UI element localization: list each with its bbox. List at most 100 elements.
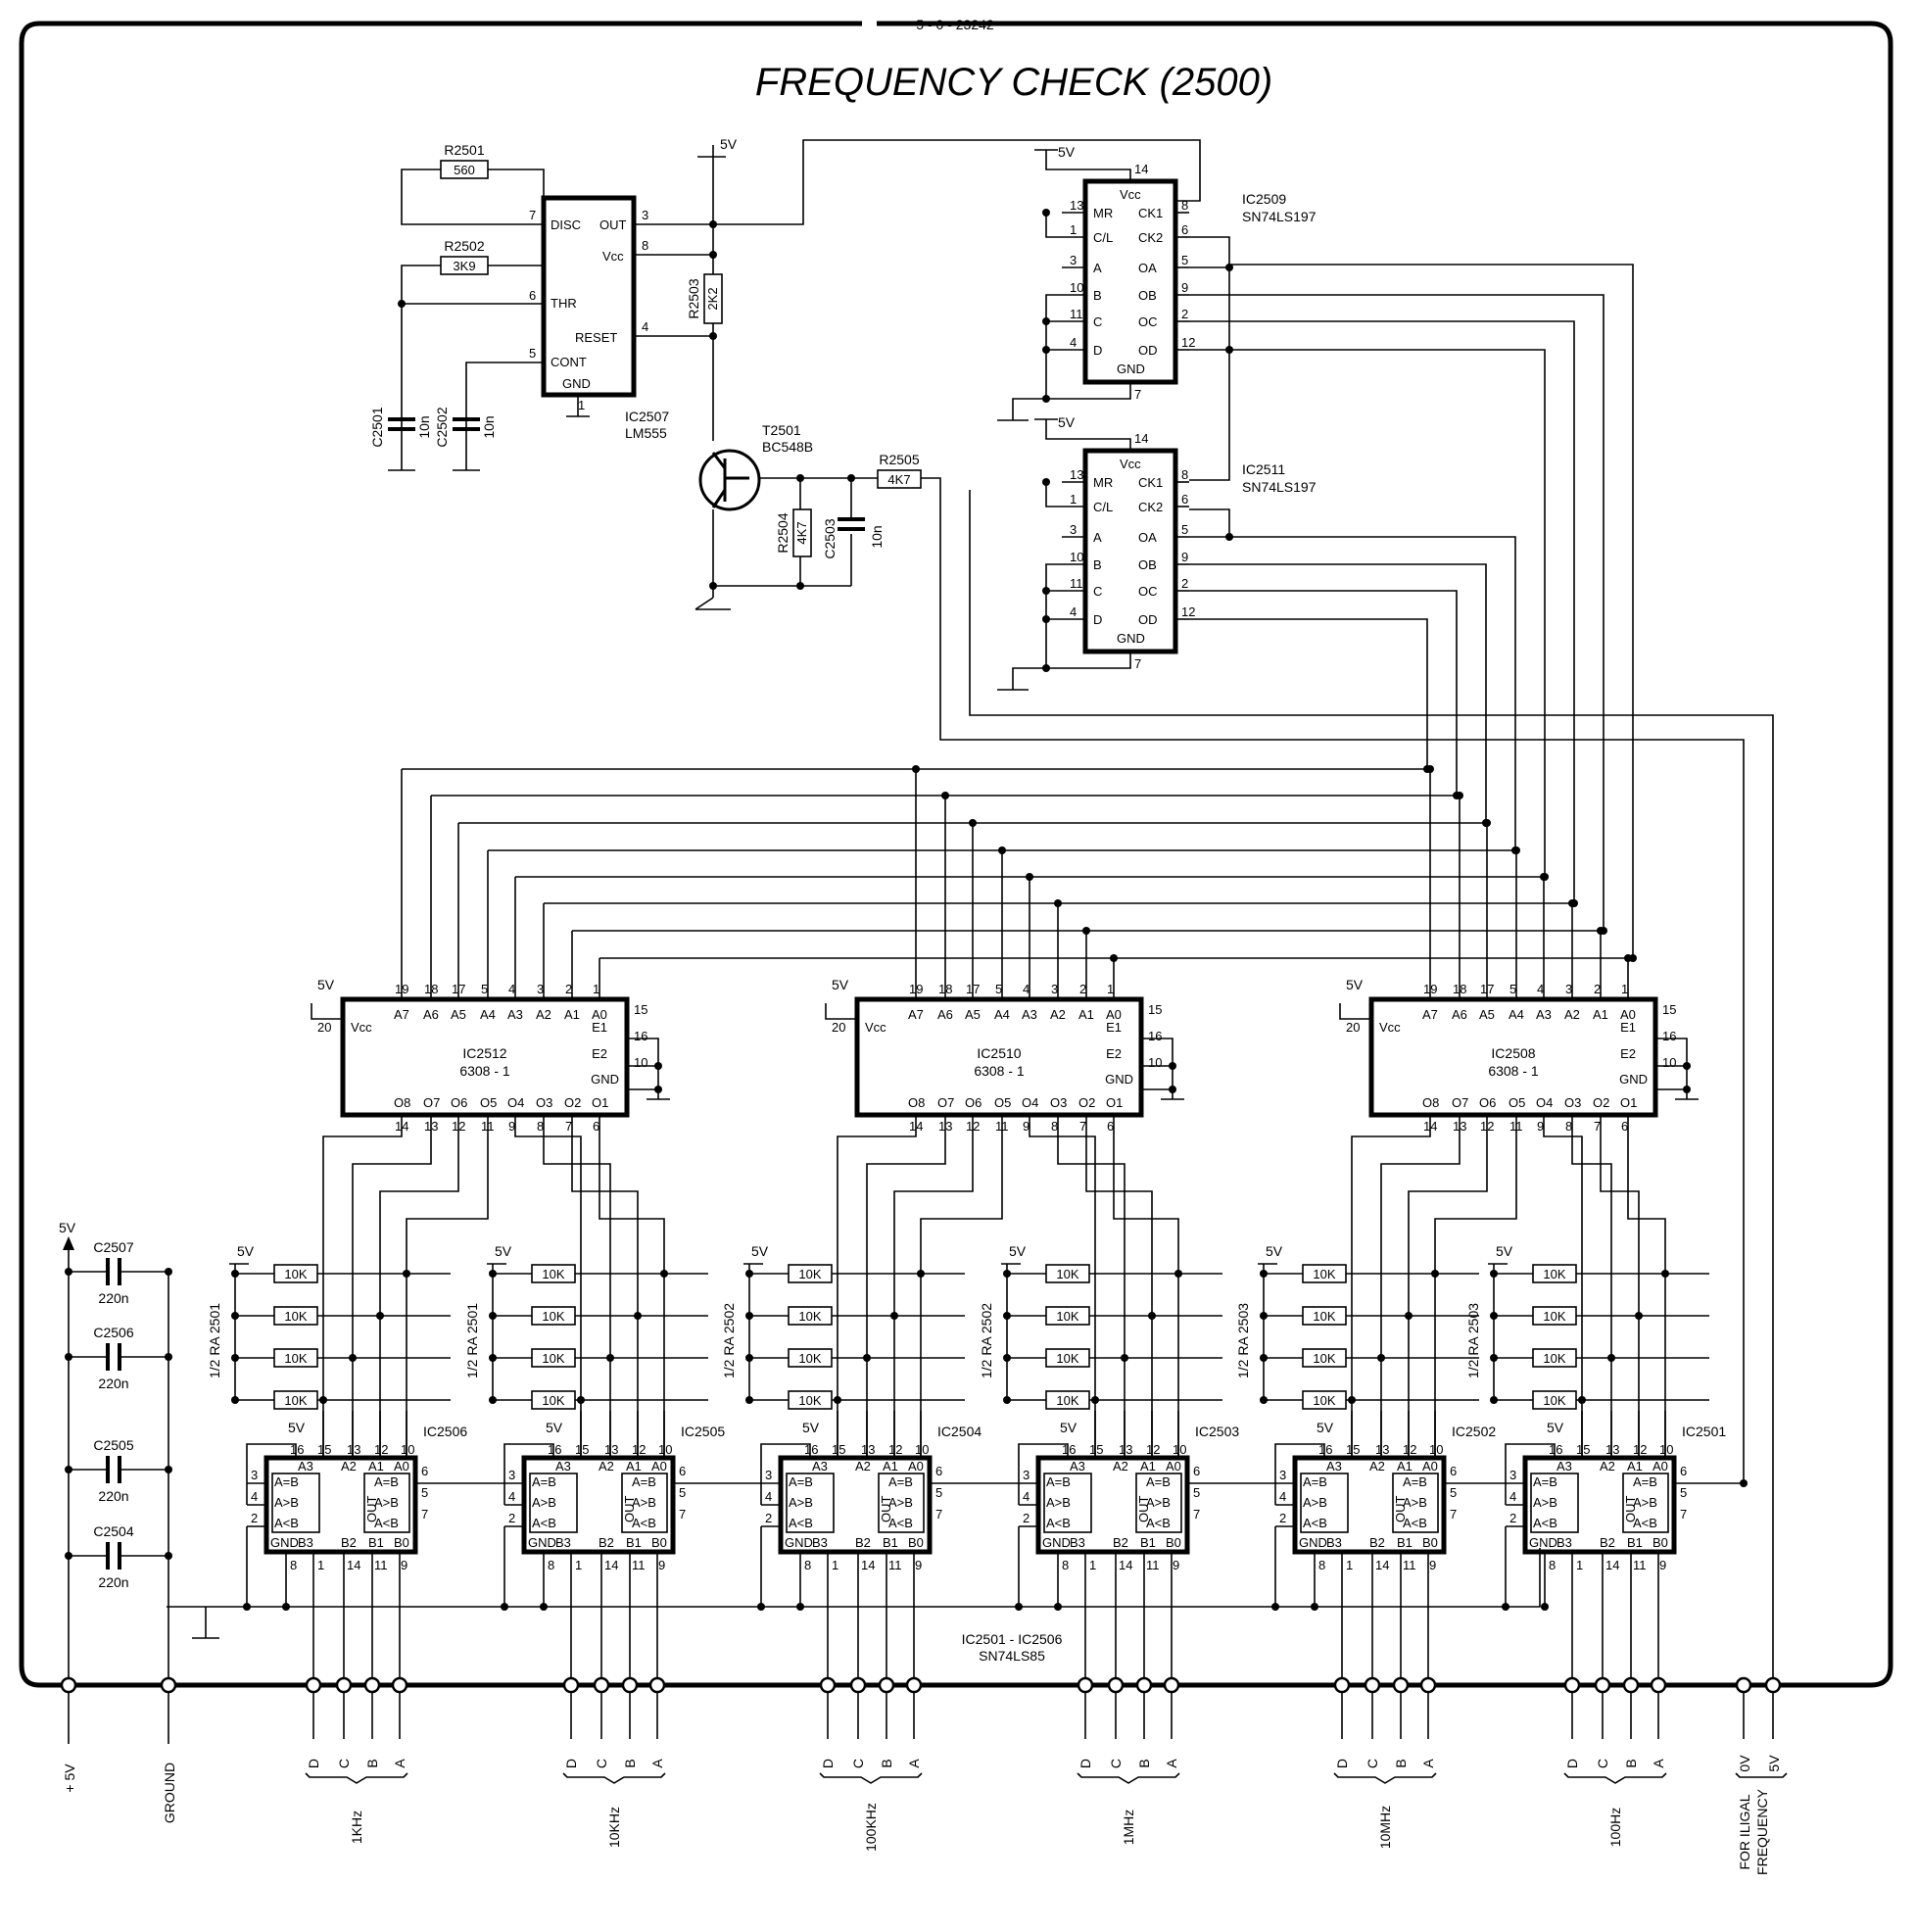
- proms-bot-nums-4: 9: [1537, 1119, 1544, 1134]
- circle-mark: [1377, 1354, 1385, 1362]
- resistor-arrays-value: 10K: [798, 1351, 821, 1366]
- comparators-bot-nums-4: 9: [1173, 1558, 1179, 1572]
- comparators-pins-altb: A<B: [1633, 1516, 1657, 1530]
- circle-mark: [65, 1466, 72, 1473]
- counters-nums-p1: 1: [1070, 492, 1077, 507]
- connector-illegal-1: FREQUENCY: [1754, 1788, 1770, 1875]
- circle-mark: [1735, 1676, 1752, 1694]
- circle-mark: [231, 1354, 239, 1362]
- comparators-left-nums-0: 3: [508, 1468, 515, 1482]
- counters-pins-d: D: [1093, 612, 1102, 627]
- resistor-arrays-value: 10K: [542, 1309, 564, 1324]
- counters-nums-p6: 6: [1181, 222, 1188, 237]
- comparators-bot-nums-0: 8: [290, 1558, 297, 1572]
- proms-pins-a3: A3: [507, 1007, 523, 1022]
- circle-mark: [1607, 1354, 1615, 1362]
- power-v5: 5V: [751, 1243, 769, 1259]
- passives-c2502-val: 10n: [481, 415, 497, 438]
- comparators-pins-b0: B0: [908, 1535, 924, 1550]
- proms-pins-a2: A2: [1564, 1007, 1580, 1022]
- circle-mark: [1015, 1603, 1023, 1611]
- comparators-top-nums-0: 16: [1062, 1442, 1076, 1457]
- counters-nums-p7: 7: [1134, 387, 1141, 402]
- comparators-left-nums-0: 3: [251, 1468, 258, 1482]
- proms-top-nums-1: 18: [938, 982, 952, 996]
- oscillator-section: DISC OUT Vcc THR RESET CONT GND 7 3 8 6 …: [369, 136, 1774, 1685]
- path-mark: [1045, 213, 1062, 238]
- circle-mark: [398, 300, 406, 308]
- comparators-bot-nums-2: 14: [1375, 1558, 1389, 1572]
- connector-v5: 5V: [1766, 1755, 1782, 1772]
- resistor-arrays-value: 10K: [1543, 1267, 1565, 1281]
- comparators-list-1: IC2505: [681, 1424, 725, 1439]
- passives-r2505-val: 4K7: [887, 472, 910, 487]
- resistor-arrays-value: 10K: [1056, 1351, 1078, 1366]
- counters-pins-vcc: Vcc: [1120, 187, 1141, 202]
- proms-top-nums-5: 3: [1565, 982, 1572, 996]
- connector-groups-2: 100KHz: [863, 1803, 879, 1852]
- comparators-pins-a0: A0: [651, 1459, 667, 1473]
- comparators-pins-agtb: A>B: [789, 1495, 813, 1510]
- circle-mark: [165, 1353, 172, 1361]
- proms-top-nums-1: 18: [1453, 982, 1466, 996]
- path-mark: [1408, 1115, 1488, 1458]
- proms-pins-gnd: GND: [1619, 1072, 1648, 1087]
- comparators-bot-nums-2: 14: [1119, 1558, 1132, 1572]
- counters-pins-ck2: CK2: [1138, 500, 1163, 514]
- path-mark: [167, 1548, 1541, 1608]
- circle-mark: [745, 1312, 753, 1320]
- comparators-pins-a0: A0: [908, 1459, 924, 1473]
- comparators-top-nums-4: 10: [1173, 1442, 1186, 1457]
- counters-ic2509-ref: IC2509: [1242, 191, 1286, 207]
- counters-pins-ob: OB: [1138, 557, 1157, 572]
- comparators-top-nums-1: 15: [575, 1442, 589, 1457]
- comparators-top-nums-3: 12: [1403, 1442, 1416, 1457]
- comparators-pins-aeqb: A=B: [1533, 1474, 1557, 1489]
- power-v5: 5V: [1060, 1420, 1078, 1435]
- resistor-arrays-value: 10K: [798, 1267, 821, 1281]
- rect-mark: [363, 1473, 410, 1533]
- proms-bot-nums-7: 6: [1621, 1119, 1628, 1134]
- comparators-pins-b2: B2: [599, 1535, 614, 1550]
- comparator-group-label: IC2501 - IC2506: [962, 1631, 1063, 1647]
- path-mark: [760, 1443, 811, 1505]
- resistor-arrays-value: 10K: [284, 1351, 307, 1366]
- resistor-arrays-value: 10K: [1313, 1309, 1335, 1324]
- circle-mark: [1740, 1479, 1748, 1487]
- comparators-pins-agtb: A>B: [274, 1495, 299, 1510]
- comparators-left-nums-0: 3: [1509, 1468, 1516, 1482]
- comparators-pins-a3: A3: [1326, 1459, 1342, 1473]
- connector-groups-1: 10KHz: [606, 1807, 622, 1848]
- rect-mark: [1135, 1473, 1182, 1533]
- circle-mark: [1578, 1396, 1586, 1404]
- comparators-bot-nums-2: 14: [1605, 1558, 1619, 1572]
- power-v5: 5V: [546, 1420, 563, 1435]
- proms-pins-o8: O8: [1422, 1095, 1439, 1110]
- proms-vcc-num: 20: [317, 1020, 331, 1035]
- proms-pins-a0: A0: [592, 1007, 607, 1022]
- path-mark: [543, 1115, 611, 1458]
- circle-mark: [282, 1603, 290, 1611]
- proms-list-1-part: 6308 - 1: [974, 1063, 1025, 1079]
- connector-groups-4: 10MHz: [1377, 1806, 1393, 1849]
- circle-mark: [1091, 1396, 1099, 1404]
- proms-pins-o8: O8: [908, 1095, 925, 1110]
- ic2509-pins: MR13C/L1A3B10C11D4CK18CK26OA5OB9OC2OD12V…: [997, 149, 1195, 421]
- comparators-top-nums-2: 13: [1605, 1442, 1619, 1457]
- comparators-list-2: IC2504: [937, 1424, 982, 1439]
- rect-mark: [1530, 1473, 1579, 1533]
- proms-right-nums-1: 16: [1662, 1029, 1676, 1043]
- resistor-arrays-value: 10K: [542, 1351, 564, 1366]
- circle-mark: [1148, 1312, 1156, 1320]
- g-mark: A719A618A517A45A34A23A12A01O814O713O612O…: [311, 977, 1699, 1134]
- power-v5: 5V: [802, 1420, 820, 1435]
- counters-pins-oa: OA: [1138, 261, 1157, 275]
- path-mark: [1057, 1115, 1126, 1458]
- rect-mark: [877, 469, 922, 489]
- circle-mark: [1260, 1354, 1268, 1362]
